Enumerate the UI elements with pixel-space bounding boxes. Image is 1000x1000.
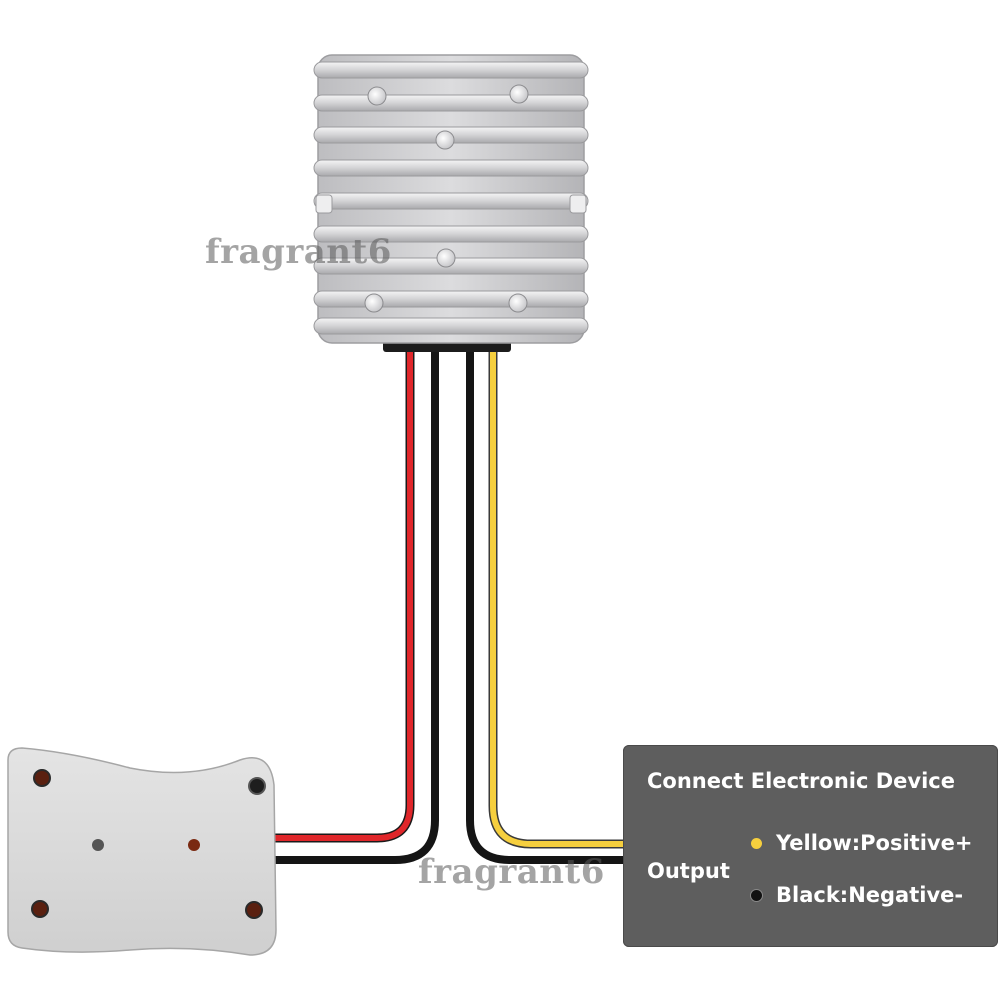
device-connection-box: Connect Electronic Device Output Yellow:… [623, 745, 998, 947]
black-wire-output [466, 348, 625, 864]
device-box-title: Connect Electronic Device [647, 769, 955, 793]
yellow-dot-icon [751, 837, 762, 849]
black-wire-label: Black:Negative- [776, 883, 964, 907]
watermark-top: fragrant6 [205, 232, 392, 272]
yellow-wire-core [490, 348, 625, 847]
wires [275, 348, 625, 864]
black-wire-input [275, 348, 439, 864]
red-wire [275, 348, 415, 843]
converter-module [313, 54, 589, 352]
black-dot-icon [751, 889, 762, 901]
yellow-wire-legend: Yellow:Positive+ [751, 831, 972, 855]
terminal-middle-right [188, 839, 200, 851]
terminal-top-right [248, 777, 266, 795]
watermark-bottom: fragrant6 [418, 852, 605, 892]
screws [364, 84, 529, 313]
red-wire-core [275, 348, 413, 841]
yellow-wire-label: Yellow:Positive+ [776, 831, 973, 855]
terminal-bottom-right [245, 901, 263, 919]
terminal-middle-left [92, 839, 104, 851]
heat-sink-fins [313, 61, 589, 335]
yellow-wire [488, 348, 625, 849]
terminal-top-left [33, 769, 51, 787]
black-wire-legend: Black:Negative- [751, 883, 963, 907]
output-label: Output [647, 859, 730, 883]
input-connector-block [7, 747, 277, 956]
terminal-bottom-left [31, 900, 49, 918]
